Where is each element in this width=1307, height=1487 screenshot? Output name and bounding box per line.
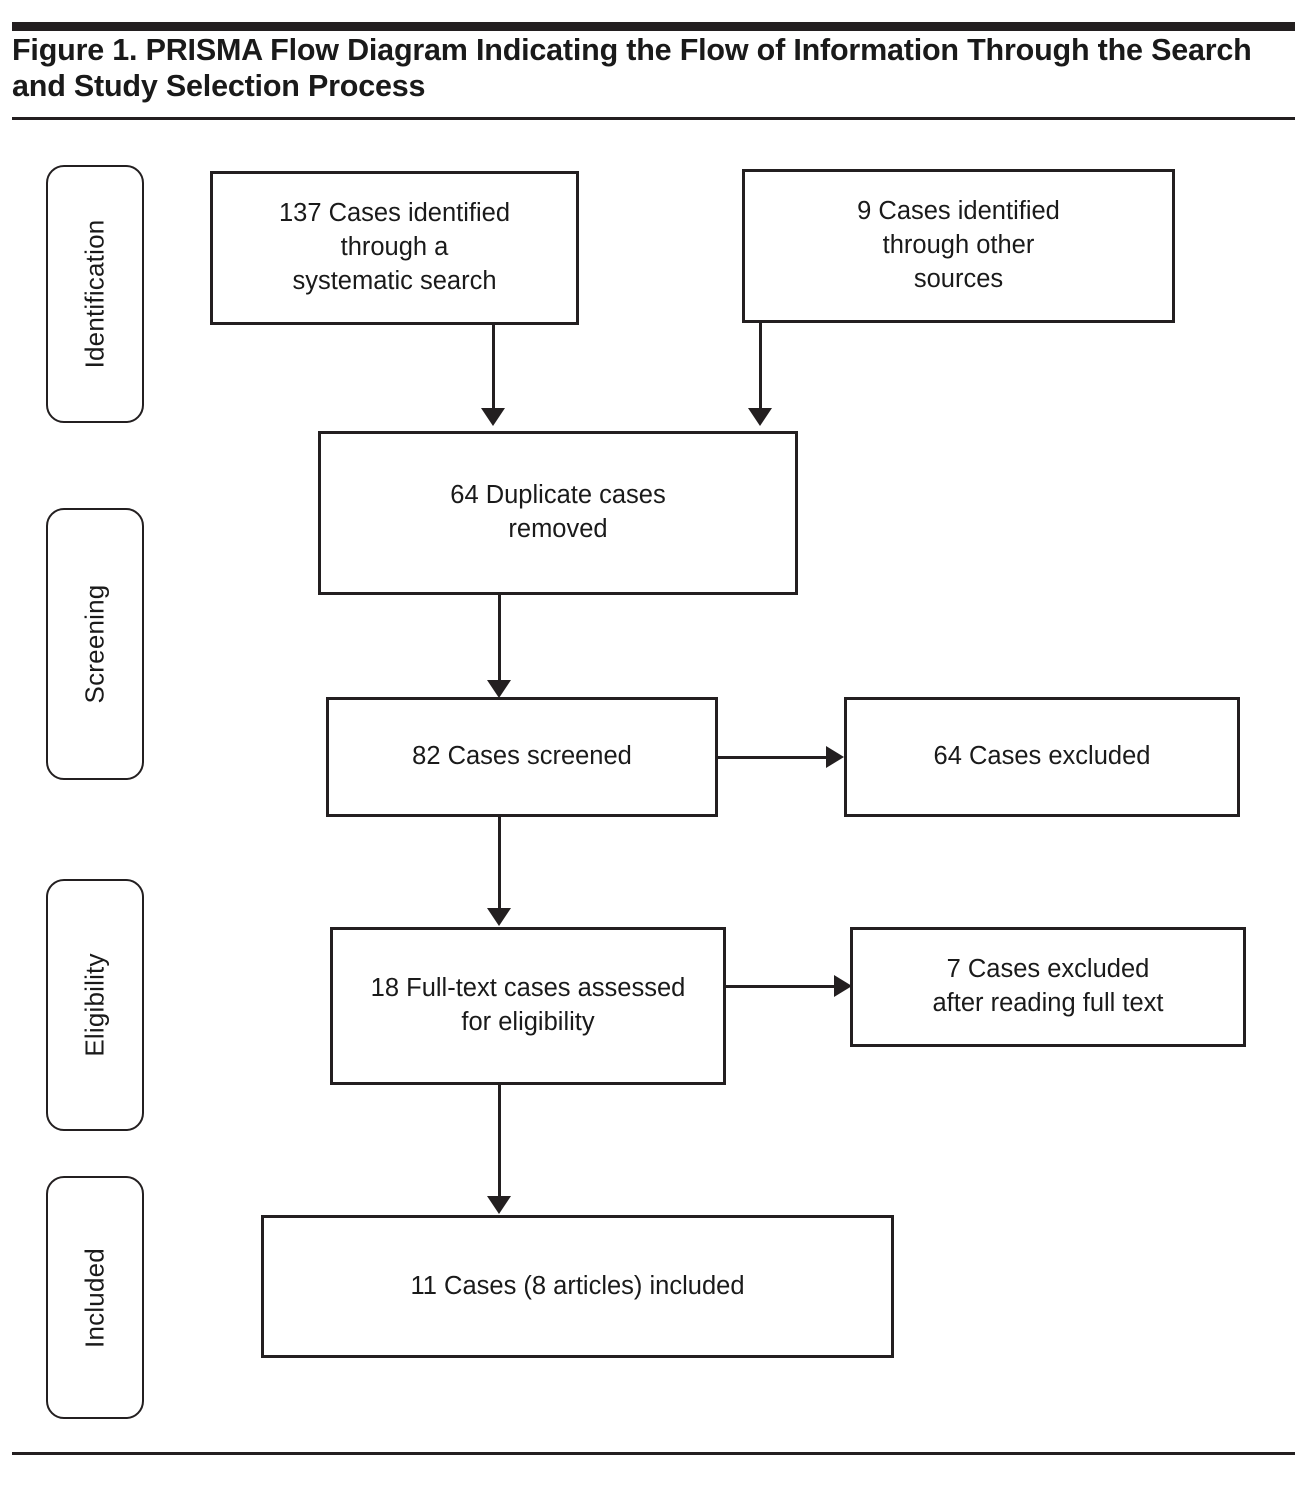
box-systematic-search-text: 137 Cases identified through a systemati… — [278, 199, 511, 295]
title-underrule — [12, 117, 1295, 120]
arrowhead-other-to-duplicates-icon — [748, 408, 772, 426]
arrowhead-screened-to-excluded-icon — [826, 746, 844, 768]
box-systematic-search: 137 Cases identified through a systemati… — [210, 171, 579, 325]
stage-pill-included: Included — [46, 1176, 144, 1419]
box-other-sources: 9 Cases identified through other sources — [742, 169, 1175, 323]
box-cases-excluded-fulltext: 7 Cases excluded after reading full text — [850, 927, 1246, 1047]
arrowhead-fulltext-to-included-icon — [487, 1196, 511, 1214]
top-rule — [12, 22, 1295, 31]
connector-search-to-duplicates — [492, 325, 495, 411]
box-duplicates-removed: 64 Duplicate cases removed — [318, 431, 798, 595]
stage-pill-identification: Identification — [46, 165, 144, 423]
connector-fulltext-to-included — [498, 1085, 501, 1199]
figure-title: Figure 1. PRISMA Flow Diagram Indicating… — [12, 33, 1252, 103]
box-cases-screened: 82 Cases screened — [326, 697, 718, 817]
box-cases-included-text: 11 Cases (8 articles) included — [410, 1271, 745, 1300]
connector-fulltext-to-excluded — [726, 985, 836, 988]
arrowhead-screened-to-fulltext-icon — [487, 908, 511, 926]
box-full-text-assessed-text: 18 Full-text cases assessed for eligibil… — [370, 974, 686, 1036]
connector-screened-to-fulltext — [498, 817, 501, 912]
stage-label-identification: Identification — [79, 219, 110, 369]
connector-duplicates-to-screened — [498, 595, 501, 683]
box-cases-included: 11 Cases (8 articles) included — [261, 1215, 894, 1358]
connector-screened-to-excluded — [718, 756, 828, 759]
connector-other-to-duplicates — [759, 323, 762, 411]
stage-label-eligibility: Eligibility — [79, 953, 110, 1057]
stage-label-included: Included — [79, 1247, 110, 1348]
arrowhead-search-to-duplicates-icon — [481, 408, 505, 426]
box-other-sources-text: 9 Cases identified through other sources — [857, 197, 1060, 293]
bottom-rule — [12, 1452, 1295, 1455]
box-cases-screened-text: 82 Cases screened — [412, 742, 632, 771]
box-full-text-assessed: 18 Full-text cases assessed for eligibil… — [330, 927, 726, 1085]
stage-label-screening: Screening — [79, 584, 110, 704]
stage-pill-screening: Screening — [46, 508, 144, 780]
arrowhead-duplicates-to-screened-icon — [487, 680, 511, 698]
stage-pill-eligibility: Eligibility — [46, 879, 144, 1131]
arrowhead-fulltext-to-excluded-icon — [834, 975, 852, 997]
box-cases-excluded-fulltext-text: 7 Cases excluded after reading full text — [932, 955, 1164, 1017]
box-cases-excluded-screening: 64 Cases excluded — [844, 697, 1240, 817]
box-duplicates-removed-text: 64 Duplicate cases removed — [450, 481, 666, 543]
box-cases-excluded-screening-text: 64 Cases excluded — [933, 742, 1151, 771]
